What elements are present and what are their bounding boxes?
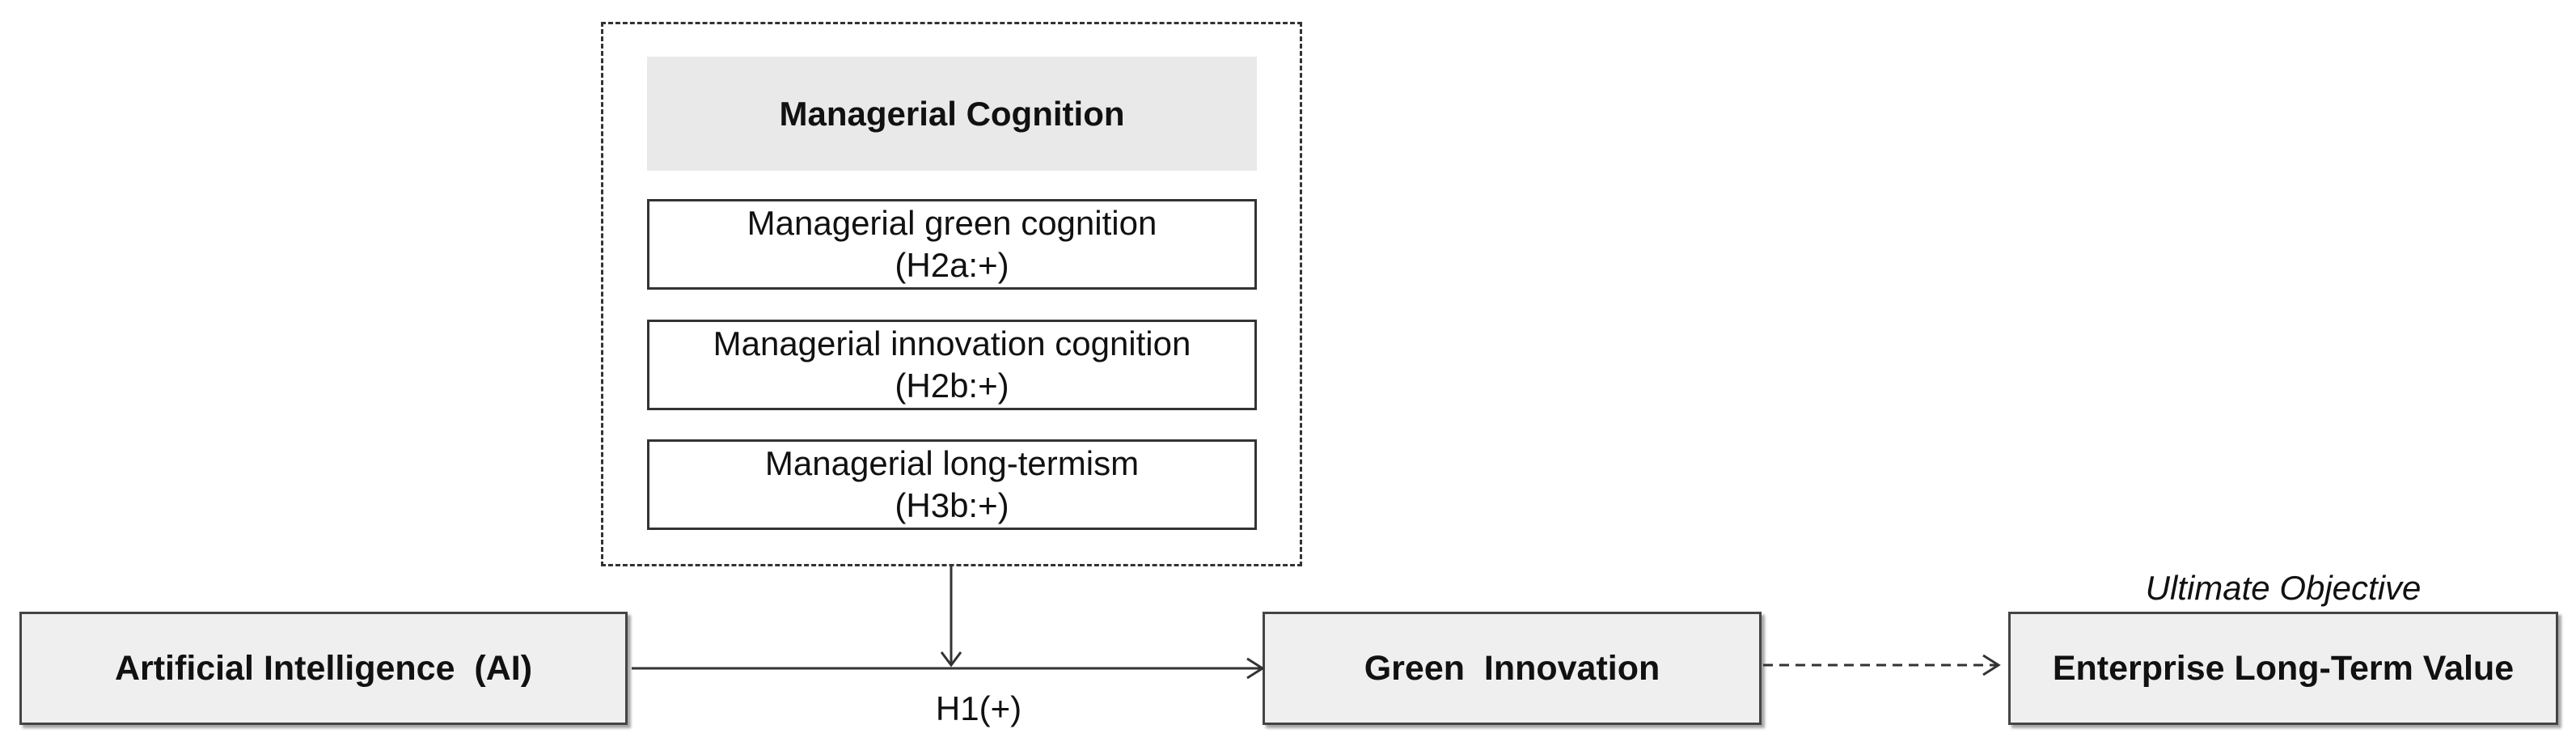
item-name: Managerial green cognition [747, 204, 1157, 242]
h1-arrowhead [1246, 657, 1265, 680]
ultimate-objective-caption: Ultimate Objective [2145, 569, 2422, 607]
objective-arrowhead [1982, 654, 2001, 676]
item-hypothesis: (H2a:+) [895, 246, 1009, 284]
managerial-long-termism-box: Managerial long-termism (H3b:+) [647, 439, 1257, 530]
managerial-cognition-frame [601, 22, 1302, 566]
managerial-innovation-cognition-box: Managerial innovation cognition (H2b:+) [647, 320, 1257, 410]
ai-node: Artificial Intelligence (AI) [19, 612, 628, 725]
green-innovation-node: Green Innovation [1263, 612, 1762, 725]
item-name: Managerial innovation cognition [713, 324, 1191, 362]
item-hypothesis: (H2b:+) [895, 367, 1009, 405]
item-hypothesis: (H3b:+) [895, 486, 1009, 524]
enterprise-value-node: Enterprise Long-Term Value [2008, 612, 2558, 725]
managerial-cognition-title: Managerial Cognition [647, 57, 1257, 171]
item-name: Managerial long-termism [764, 444, 1140, 482]
managerial-green-cognition-box: Managerial green cognition (H2a:+) [647, 199, 1257, 290]
moderator-arrowhead [940, 651, 962, 668]
h1-label: H1(+) [935, 689, 1022, 727]
